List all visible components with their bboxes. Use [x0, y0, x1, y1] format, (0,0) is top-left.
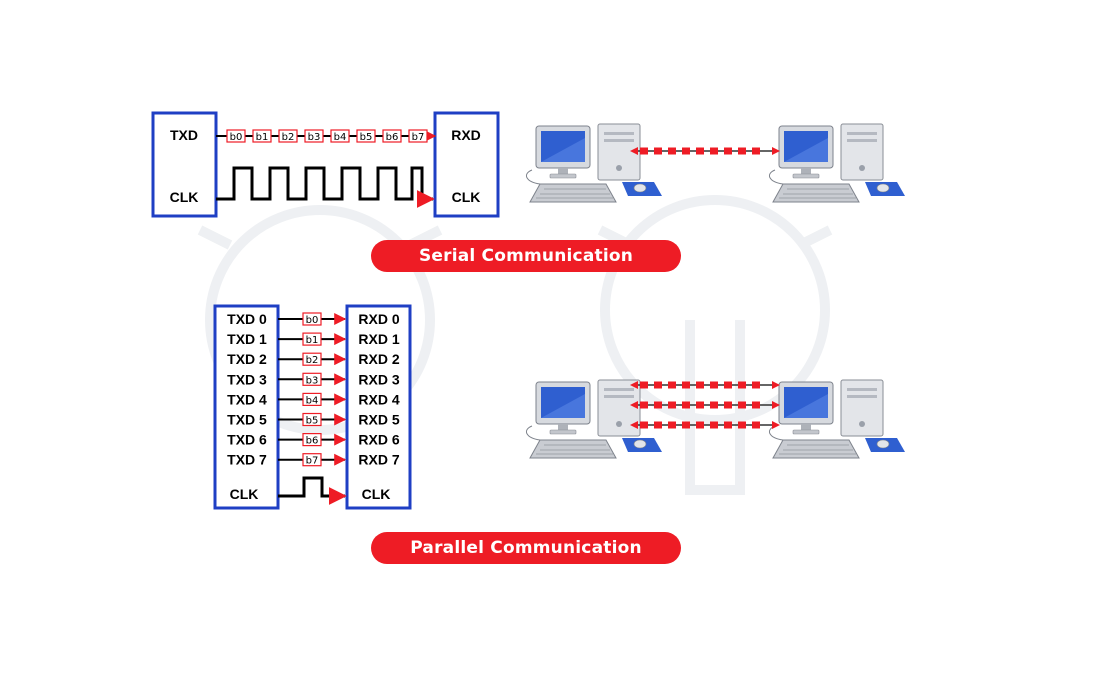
parallel-row-0: TXD 0 RXD 0 b0	[227, 311, 400, 327]
background-watermark	[197, 195, 833, 495]
parallel-bit-1: b1	[302, 332, 322, 346]
parallel-row-4: TXD 4 RXD 4 b4	[227, 391, 400, 407]
bit-label: b0	[306, 315, 319, 326]
txd-label: TXD 3	[227, 371, 267, 387]
bit-label: b7	[412, 132, 425, 143]
rxd-label: RXD 7	[358, 452, 399, 468]
serial-bit-1: b1	[252, 129, 272, 143]
serial-bit-5: b5	[356, 129, 376, 143]
parallel-bit-6: b6	[302, 433, 322, 447]
parallel-links	[630, 381, 780, 429]
bit-label: b6	[306, 436, 319, 447]
desktop-computer-icon	[525, 123, 663, 203]
serial-tx-label: TXD	[170, 127, 198, 143]
parallel-row-6: TXD 6 RXD 6 b6	[227, 432, 400, 448]
serial-link-line	[630, 147, 780, 155]
serial-link	[630, 147, 780, 155]
parallel-row-5: TXD 5 RXD 5 b5	[227, 412, 400, 428]
rxd-label: RXD 5	[358, 412, 399, 428]
parallel-tx-box	[213, 304, 280, 510]
bit-label: b5	[306, 416, 319, 427]
serial-bit-2: b2	[278, 129, 298, 143]
rxd-label: RXD 2	[358, 351, 399, 367]
rxd-label: RXD 1	[358, 331, 399, 347]
bit-label: b1	[256, 132, 269, 143]
parallel-communication-banner: Parallel Communication	[371, 532, 681, 564]
txd-label: TXD 5	[227, 412, 267, 428]
parallel-row-3: TXD 3 RXD 3 b3	[227, 371, 400, 387]
parallel-bit-5: b5	[302, 412, 322, 427]
txd-label: TXD 7	[227, 452, 267, 468]
parallel-bit-7: b7	[302, 453, 322, 467]
parallel-computer-right	[768, 379, 906, 459]
parallel-bit-0: b0	[302, 312, 322, 326]
serial-bit-sequence: b0 b1 b2 b3 b4 b5 b6 b7	[226, 129, 428, 143]
serial-bit-7: b7	[408, 129, 428, 143]
bit-label: b3	[308, 132, 321, 143]
rxd-label: RXD 4	[358, 391, 399, 407]
parallel-row-1: TXD 1 RXD 1 b1	[227, 331, 400, 347]
parallel-bit-2: b2	[302, 352, 322, 366]
serial-clk-rx-label: CLK	[452, 189, 481, 205]
desktop-computer-icon	[768, 123, 906, 203]
serial-communication-banner: Serial Communication	[371, 240, 681, 272]
parallel-link-line-2	[630, 421, 780, 429]
bit-label: b7	[306, 456, 319, 467]
rxd-label: RXD 0	[358, 311, 399, 327]
bit-label: b6	[386, 132, 399, 143]
parallel-bit-3: b3	[302, 372, 322, 386]
parallel-row-7: TXD 7 RXD 7 b7	[227, 452, 400, 468]
serial-computer-right	[768, 123, 906, 203]
serial-clock-waveform	[216, 166, 435, 208]
serial-diagram: TXD CLK RXD CLK b0 b1 b2 b3 b4 b5 b6 b7	[151, 111, 500, 218]
serial-rx-label: RXD	[451, 127, 481, 143]
serial-computer-left	[525, 123, 663, 203]
serial-bit-0: b0	[226, 129, 246, 143]
bit-label: b0	[230, 132, 243, 143]
txd-label: TXD 6	[227, 432, 267, 448]
txd-label: TXD 1	[227, 331, 267, 347]
serial-clk-tx-label: CLK	[170, 189, 199, 205]
serial-bit-6: b6	[382, 129, 402, 143]
parallel-clock-pulse	[278, 476, 347, 505]
parallel-rx-box	[345, 304, 412, 510]
serial-rx-box	[433, 111, 500, 218]
parallel-link-line-0	[630, 381, 780, 389]
serial-bit-4: b4	[330, 129, 350, 143]
bit-label: b2	[282, 132, 295, 143]
desktop-computer-icon	[768, 379, 906, 459]
bit-label: b5	[360, 132, 373, 143]
bit-label: b3	[306, 375, 319, 386]
serial-tx-box	[151, 111, 218, 218]
rxd-label: RXD 6	[358, 432, 399, 448]
bit-label: b2	[306, 355, 319, 366]
parallel-bit-4: b4	[302, 392, 322, 406]
txd-label: TXD 2	[227, 351, 267, 367]
parallel-row-2: TXD 2 RXD 2 b2	[227, 351, 400, 367]
rxd-label: RXD 3	[358, 371, 399, 387]
bit-label: b4	[334, 132, 347, 143]
serial-bit-3: b3	[304, 129, 324, 143]
parallel-clk-rx-label: CLK	[362, 486, 391, 502]
txd-label: TXD 4	[227, 391, 267, 407]
txd-label: TXD 0	[227, 311, 267, 327]
bit-label: b4	[306, 395, 319, 406]
parallel-link-line-1	[630, 401, 780, 409]
bit-label: b1	[306, 335, 319, 346]
parallel-clk-tx-label: CLK	[230, 486, 259, 502]
